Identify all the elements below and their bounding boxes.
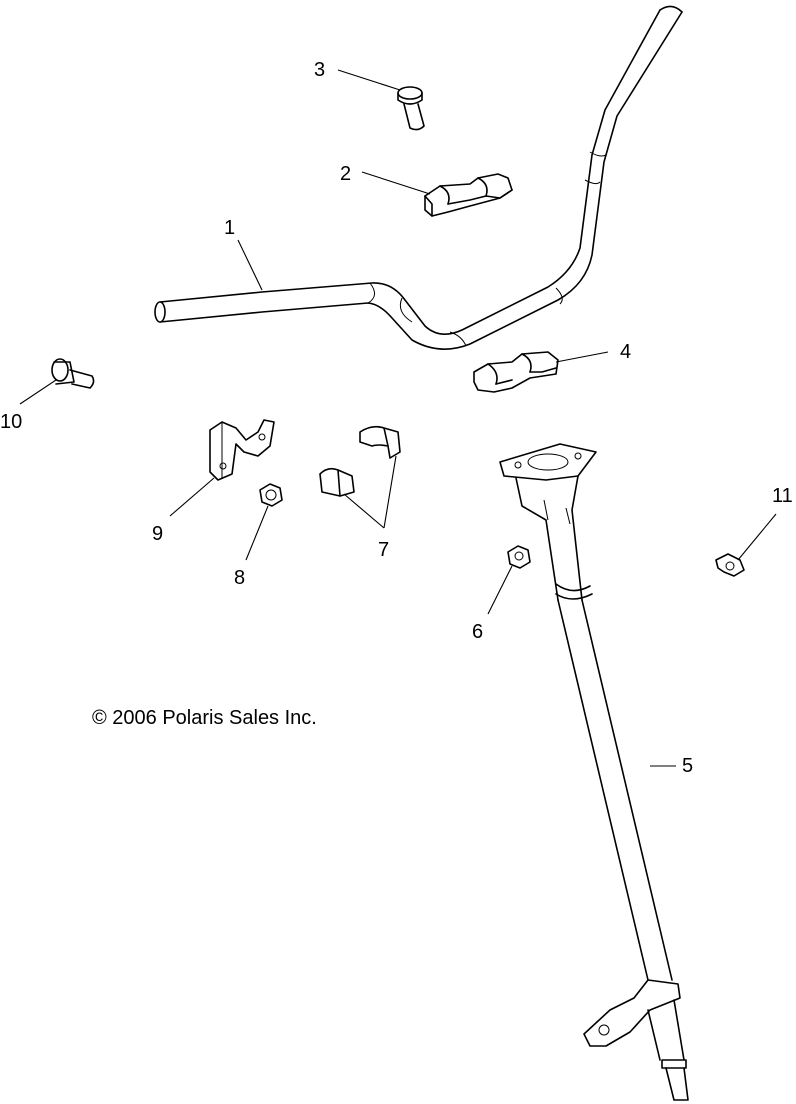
- leader-7b: [383, 455, 397, 529]
- callout-5: 5: [682, 755, 693, 777]
- callout-11: 11: [772, 485, 793, 507]
- upper-clamp-part-2: [424, 173, 513, 217]
- callout-labels: 1 2 3 4 5 6 7 8 9 10 11: [0, 59, 793, 777]
- bolt-part-10: [51, 358, 95, 389]
- leader-6: [487, 565, 513, 615]
- bolt-part-3: [397, 86, 425, 131]
- bracket-part-9: [209, 419, 275, 481]
- leader-2: [361, 171, 431, 195]
- steering-post-part-5: [499, 443, 689, 1101]
- leader-4: [555, 351, 609, 363]
- callout-1: 1: [224, 217, 235, 239]
- callout-10: 10: [0, 411, 22, 433]
- handlebar: [154, 5, 683, 350]
- copyright-notice: © 2006 Polaris Sales Inc.: [92, 707, 317, 729]
- callout-4: 4: [620, 341, 631, 363]
- leader-lines: [19, 69, 777, 767]
- leader-9: [169, 477, 215, 517]
- callout-3: 3: [314, 59, 325, 81]
- nut-part-6: [507, 545, 531, 569]
- lower-clamp-part-4: [473, 351, 559, 393]
- leader-3: [337, 69, 401, 91]
- callout-9: 9: [152, 523, 163, 545]
- leader-7a: [343, 493, 385, 529]
- leader-10: [19, 379, 57, 405]
- callout-7: 7: [378, 539, 389, 561]
- callout-2: 2: [340, 163, 351, 185]
- callout-6: 6: [472, 621, 483, 643]
- fitting-part-11: [715, 553, 745, 577]
- leader-1: [237, 239, 263, 291]
- clamp-halves-part-7: [319, 425, 401, 497]
- leader-11: [737, 513, 777, 561]
- leader-8: [245, 505, 269, 561]
- nut-part-8: [259, 483, 283, 507]
- callout-8: 8: [234, 567, 245, 589]
